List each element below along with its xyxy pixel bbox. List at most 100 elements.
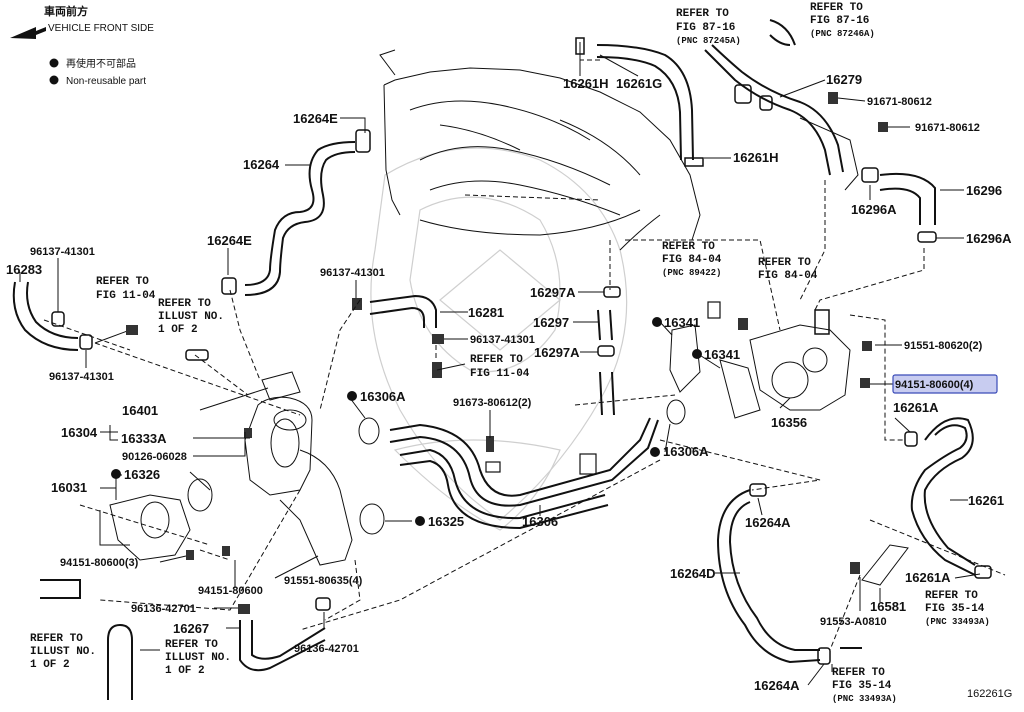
refer-text[interactable]: ILLUST NO.: [165, 652, 231, 664]
part-label[interactable]: 16261H: [733, 150, 779, 165]
part-label[interactable]: 16296A: [851, 202, 897, 217]
part-label[interactable]: 16264A: [745, 515, 791, 530]
nonreuse-dot-icon: [692, 349, 702, 359]
part-label[interactable]: 96137-41301: [49, 371, 114, 383]
part-label[interactable]: 91671-80612: [915, 122, 980, 134]
nonreuse-dot-icon: [650, 447, 660, 457]
refer-text[interactable]: FIG 87-16: [810, 15, 869, 27]
refer-text[interactable]: REFER TO: [470, 354, 523, 366]
part-label[interactable]: 16304: [61, 425, 98, 440]
nonreuse-dot-icon: [111, 469, 121, 479]
part-label[interactable]: 16267: [173, 621, 209, 636]
part-label[interactable]: 16333A: [121, 431, 167, 446]
part-label[interactable]: 16261: [968, 493, 1004, 508]
part-label[interactable]: 16031: [51, 480, 87, 495]
refer-text[interactable]: REFER TO: [925, 590, 978, 602]
part-label[interactable]: 16261A: [905, 570, 951, 585]
bracket-16581-drawing: [850, 544, 909, 586]
water-outlet-16031-drawing: [99, 478, 230, 561]
refer-text[interactable]: REFER TO: [165, 639, 218, 651]
part-label[interactable]: 16296A: [966, 231, 1012, 246]
refer-text[interactable]: FIG 84-04: [662, 254, 722, 266]
part-label[interactable]: 16279: [826, 72, 862, 87]
refer-text[interactable]: REFER TO: [662, 241, 715, 253]
nonreuse-dot-icon: [49, 75, 59, 85]
part-label[interactable]: 91551-80635(4): [284, 575, 363, 587]
connection-lines: [43, 59, 1006, 651]
part-label[interactable]: 94151-80600: [198, 585, 263, 597]
part-label[interactable]: 16341: [664, 315, 700, 330]
refer-text[interactable]: 1 OF 2: [158, 324, 198, 336]
part-label[interactable]: 16297A: [530, 285, 576, 300]
refer-text[interactable]: FIG 87-16: [676, 22, 735, 34]
refer-text[interactable]: 1 OF 2: [30, 659, 70, 671]
refer-text[interactable]: FIG 35-14: [832, 680, 892, 692]
legend: 車両前方 VEHICLE FRONT SIDE 再使用不可部品 Non-reus…: [10, 4, 154, 87]
refer-text[interactable]: FIG 11-04: [96, 290, 156, 302]
part-label[interactable]: 16306A: [663, 444, 709, 459]
part-label[interactable]: 16261A: [893, 400, 939, 415]
part-label[interactable]: 94151-80600(3): [60, 557, 139, 569]
part-label[interactable]: 16281: [468, 305, 504, 320]
refer-text[interactable]: REFER TO: [758, 257, 811, 269]
part-label[interactable]: 96136-42701: [294, 643, 359, 655]
refer-text[interactable]: REFER TO: [158, 298, 211, 310]
part-label[interactable]: 91671-80612: [867, 96, 932, 108]
part-label[interactable]: 96137-41301: [30, 246, 95, 258]
intake-manifold-drawing: [379, 49, 701, 251]
part-label[interactable]: 96136-42701: [131, 603, 196, 615]
refer-text[interactable]: (PNC 89422): [662, 268, 721, 278]
refer-text[interactable]: (PNC 33493A): [925, 617, 990, 627]
part-label[interactable]: 16341: [704, 347, 740, 362]
refer-text[interactable]: REFER TO: [810, 2, 863, 14]
part-label[interactable]: 16297: [533, 315, 569, 330]
part-label[interactable]: 16325: [428, 514, 464, 529]
refer-text[interactable]: FIG 35-14: [925, 603, 985, 615]
part-label[interactable]: 96137-41301: [470, 334, 535, 346]
part-label[interactable]: 91551-80620(2): [904, 340, 983, 352]
nonreuse-markers: [111, 317, 702, 526]
part-label[interactable]: 16264E: [207, 233, 252, 248]
part-label[interactable]: 16306: [522, 514, 558, 529]
pipe-16279-drawing: [704, 19, 937, 243]
refer-text[interactable]: (PNC 87245A): [676, 36, 741, 46]
water-outlet-16356-drawing: [669, 301, 872, 419]
front-arrow-icon: [10, 27, 46, 39]
refer-text[interactable]: REFER TO: [30, 633, 83, 645]
refer-text[interactable]: 1 OF 2: [165, 665, 205, 677]
pipe-16306-drawing: [389, 417, 659, 530]
part-label[interactable]: 16296: [966, 183, 1002, 198]
refer-text[interactable]: REFER TO: [96, 276, 149, 288]
gaskets-drawing: [358, 399, 686, 535]
part-label[interactable]: 16297A: [534, 345, 580, 360]
refer-text[interactable]: REFER TO: [832, 667, 885, 679]
refer-text[interactable]: (PNC 33493A): [832, 694, 897, 704]
part-label[interactable]: 16264: [243, 157, 280, 172]
part-label[interactable]: 16401: [122, 403, 158, 418]
hose-16267-drawing: [40, 579, 331, 700]
part-label[interactable]: 16356: [771, 415, 807, 430]
reference-labels: REFER TO FIG 87-16 (PNC 87245A) REFER TO…: [30, 2, 990, 704]
part-label[interactable]: 16261G: [616, 76, 662, 91]
part-label[interactable]: 16261H: [563, 76, 609, 91]
refer-text[interactable]: FIG 84-04: [758, 270, 818, 282]
part-label[interactable]: 91673-80612(2): [453, 397, 532, 409]
part-label[interactable]: 16264A: [754, 678, 800, 693]
part-label[interactable]: 16326: [124, 467, 160, 482]
refer-text[interactable]: (PNC 87246A): [810, 29, 875, 39]
part-label[interactable]: 96137-41301: [320, 267, 385, 279]
part-label[interactable]: 16306A: [360, 389, 406, 404]
part-label[interactable]: 90126-06028: [122, 451, 187, 463]
nonreuse-dot-icon: [415, 516, 425, 526]
part-label[interactable]: 16264E: [293, 111, 338, 126]
refer-text[interactable]: ILLUST NO.: [158, 311, 224, 323]
part-label[interactable]: 16264D: [670, 566, 716, 581]
refer-text[interactable]: FIG 11-04: [470, 368, 530, 380]
refer-text[interactable]: ILLUST NO.: [30, 646, 96, 658]
part-label[interactable]: 16581: [870, 599, 906, 614]
highlighted-part-label[interactable]: 94151-80600(4): [895, 379, 974, 391]
part-label[interactable]: 91553-A0810: [820, 616, 887, 628]
part-label[interactable]: 16283: [6, 262, 42, 277]
refer-text[interactable]: REFER TO: [676, 8, 729, 20]
